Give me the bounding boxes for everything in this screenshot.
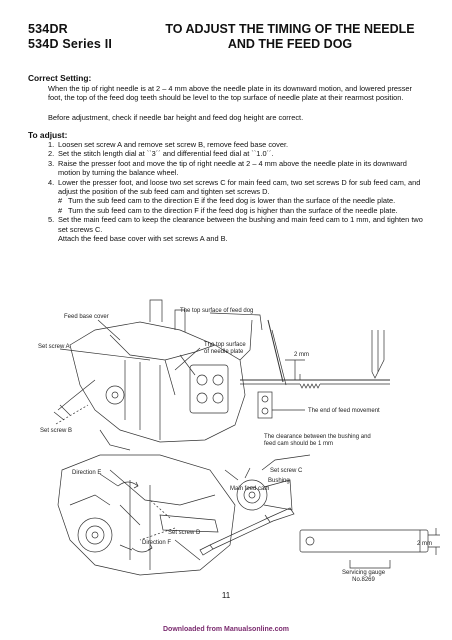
screwdriver-drawing [199,507,295,556]
adjust-final-note: Attach the feed base cover with set scre… [58,234,228,244]
download-source-link[interactable]: Downloaded from Manualsonline.com [162,626,289,633]
to-adjust-heading: To adjust: [28,130,68,140]
label-end-of-feed-movement: The end of feed movement [308,408,380,414]
adjust-step: 1.Loosen set screw A and remove set scre… [48,140,289,149]
correct-setting-heading: Correct Setting: [28,73,92,83]
adjust-sub-step: #Turn the sub feed cam to the direction … [58,205,398,215]
label-set-screw-b: Set screw B [40,428,73,434]
machine-upper-drawing [53,299,253,451]
label-bushing: Bushing [268,478,290,484]
label-main-feed-cam: Main feed cam [230,486,270,492]
adjust-step: 3.Raise the presser foot and move the ti… [48,158,407,178]
adjust-step: 4.Lower the presser foot, and loose two … [48,177,421,197]
label-set-screw-c: Set screw C [270,468,303,474]
correct-setting-note: Before adjustment, check if needle bar h… [48,113,304,122]
label-set-screw-d: Set screw D [168,530,201,536]
adjust-steps-list: 1.Loosen set screw A and remove set scre… [48,140,428,243]
label-top-surface-feed-dog: The top surface of feed dog [180,308,254,314]
model-name-primary: 534DR [28,22,68,36]
adjust-sub-step: #Turn the sub feed cam to the direction … [58,196,396,206]
label-servicing-gauge: Servicing gauge No.8269 [342,570,386,583]
servicing-gauge-drawing [299,528,440,569]
label-clearance: The clearance between the bushing and fe… [264,434,371,447]
correct-setting-paragraph: When the tip of right needle is at 2 – 4… [48,84,412,103]
needle-plate-detail-drawing [240,319,390,419]
label-feed-base-cover: Feed base cover [64,314,109,320]
adjust-step: 2.Set the stitch length dial at ``3´´ an… [48,149,274,159]
main-feed-cam-detail-drawing [224,454,311,523]
label-2mm-bottom: 2 mm [417,541,432,547]
page-title: TO ADJUST THE TIMING OF THE NEEDLE AND T… [150,22,430,52]
label-2mm-top: 2 mm [294,352,309,358]
adjust-step: 5.Set the main feed cam to keep the clea… [48,215,423,234]
page-title-line2: AND THE FEED DOG [227,37,353,51]
page-number: 11 [221,591,231,600]
label-direction-f: Direction F [142,540,172,546]
label-direction-e: Direction E [72,470,102,476]
page-title-line1: TO ADJUST THE TIMING OF THE NEEDLE [165,22,415,36]
label-top-surface-needle-plate: The top surface of needle plate [204,342,246,355]
model-name-secondary: 534D Series II [28,37,113,51]
label-set-screw-a: Set screw A [38,344,70,350]
machine-lower-drawing [57,454,236,576]
